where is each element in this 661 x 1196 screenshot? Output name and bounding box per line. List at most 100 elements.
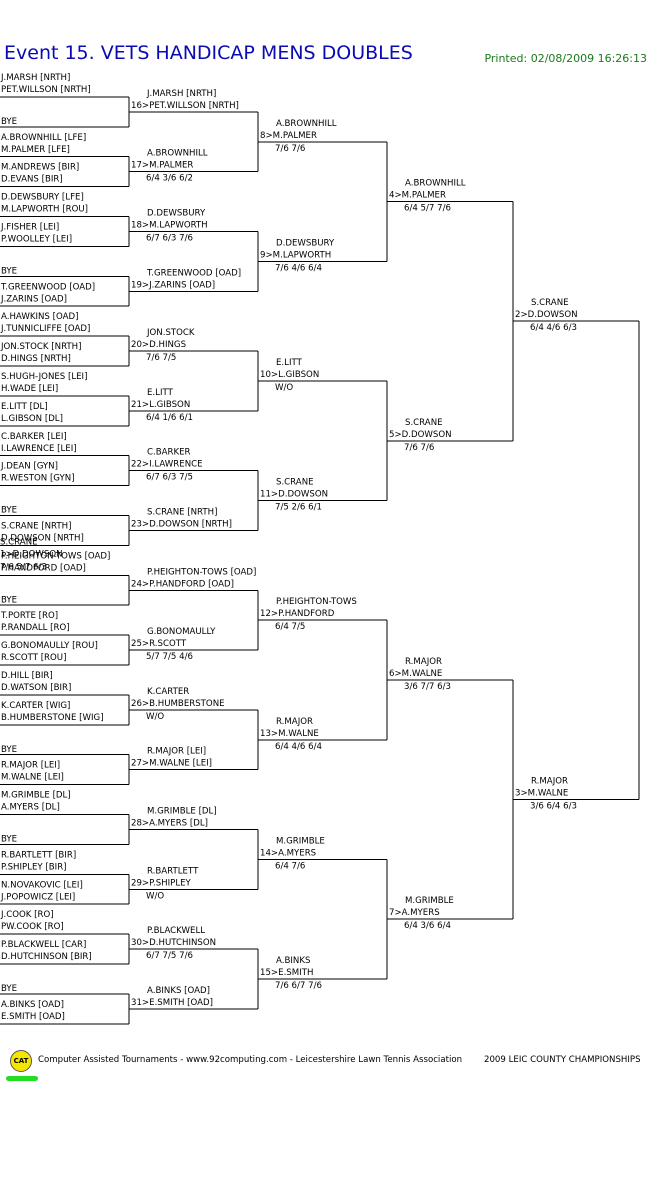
draw-entry-player: R.BARTLETT [BIR] bbox=[1, 850, 76, 860]
match-team-line1: A.BROWNHILL bbox=[405, 179, 466, 189]
match-team-line1: M.GRIMBLE bbox=[276, 836, 325, 846]
draw-entry-player: S.CRANE [NRTH] bbox=[1, 522, 71, 532]
draw-entry-player: R.MAJOR [LEI] bbox=[1, 761, 60, 771]
match-team-line1: S.CRANE bbox=[0, 537, 38, 547]
page-title: Event 15. VETS HANDICAP MENS DOUBLES bbox=[4, 42, 413, 64]
match-team-line1: A.BROWNHILL bbox=[147, 149, 208, 159]
match-score: 7/6 5/7 6/3 bbox=[0, 562, 47, 572]
draw-entry-player: S.HUGH-JONES [LEI] bbox=[1, 372, 87, 382]
match-team-line1: S.CRANE bbox=[405, 418, 443, 428]
match-team-line1: R.MAJOR bbox=[405, 657, 442, 667]
match-score: 7/6 7/5 bbox=[146, 353, 176, 363]
draw-entry-bye: BYE bbox=[1, 266, 17, 276]
match-score: 6/4 4/6 6/3 bbox=[530, 323, 577, 333]
match-team-line1: R.MAJOR bbox=[531, 777, 568, 787]
draw-entry-player: D.DEWSBURY [LFE] bbox=[1, 193, 84, 203]
draw-entry-player: PW.COOK [RO] bbox=[1, 922, 64, 932]
draw-entry-player: L.GIBSON [DL] bbox=[1, 414, 63, 424]
draw-entry-bye: BYE bbox=[1, 835, 17, 845]
draw-entry-player: P.BLACKWELL [CAR] bbox=[1, 940, 86, 950]
match-team-line2: 1>D.DOWSON bbox=[0, 549, 63, 559]
match-team-line2: 9>M.LAPWORTH bbox=[260, 250, 331, 260]
match-team-line2: 23>D.DOWSON [NRTH] bbox=[131, 519, 232, 529]
match-team-line1: K.CARTER bbox=[147, 687, 189, 697]
match-score: 6/7 6/3 7/5 bbox=[146, 473, 193, 483]
match-team-line2: 18>M.LAPWORTH bbox=[131, 220, 208, 230]
draw-entry-player: K.CARTER [WIG] bbox=[1, 701, 70, 711]
draw-entry-player: A.BROWNHILL [LFE] bbox=[1, 133, 86, 143]
draw-entry-player: N.NOVAKOVIC [LEI] bbox=[1, 880, 83, 890]
match-team-line1: R.MAJOR bbox=[276, 717, 313, 727]
match-team-line2: 13>M.WALNE bbox=[260, 729, 319, 739]
footer-event: 2009 LEIC COUNTY CHAMPIONSHIPS bbox=[484, 1055, 641, 1065]
draw-entry-player: JON.STOCK [NRTH] bbox=[0, 342, 82, 352]
match-team-line1: E.LITT bbox=[276, 358, 303, 368]
match-team-line1: P.BLACKWELL bbox=[147, 926, 205, 936]
draw-entry-player: M.ANDREWS [BIR] bbox=[1, 163, 79, 173]
draw-entry-player: T.PORTE [RO] bbox=[0, 611, 58, 621]
match-team-line1: T.GREENWOOD [OAD] bbox=[146, 268, 241, 278]
footer-credits: Computer Assisted Tournaments - www.92co… bbox=[38, 1055, 463, 1065]
match-team-line1: J.MARSH [NRTH] bbox=[146, 89, 216, 99]
match-team-line1: E.LITT bbox=[147, 388, 174, 398]
match-team-line1: S.CRANE [NRTH] bbox=[147, 507, 217, 517]
match-team-line2: 30>D.HUTCHINSON bbox=[131, 938, 216, 948]
match-score: 6/4 3/6 6/4 bbox=[404, 921, 451, 931]
draw-entry-bye: BYE bbox=[1, 745, 17, 755]
match-team-line2: 27>M.WALNE [LEI] bbox=[131, 759, 212, 769]
match-team-line2: 31>E.SMITH [OAD] bbox=[131, 998, 213, 1008]
draw-entry-bye: BYE bbox=[1, 984, 17, 994]
draw-entry-player: A.MYERS [DL] bbox=[1, 803, 60, 813]
match-team-line1: M.GRIMBLE bbox=[405, 896, 454, 906]
draw-entry-player: PET.WILLSON [NRTH] bbox=[1, 85, 91, 95]
match-team-line2: 15>E.SMITH bbox=[260, 968, 313, 978]
draw-entry-bye: BYE bbox=[1, 506, 17, 516]
draw-entry-player: J.DEAN [GYN] bbox=[0, 462, 58, 472]
draw-entry-player: D.WATSON [BIR] bbox=[1, 683, 71, 693]
match-team-line1: A.BINKS bbox=[276, 956, 310, 966]
match-team-line1: P.HEIGHTON-TOWS [OAD] bbox=[147, 567, 256, 577]
match-score: 7/6 4/6 6/4 bbox=[275, 263, 322, 273]
draw-entry-player: M.PALMER [LFE] bbox=[1, 145, 70, 155]
match-team-line2: 7>A.MYERS bbox=[389, 908, 440, 918]
match-team-line2: 11>D.DOWSON bbox=[260, 490, 328, 500]
draw-entry-player: D.HUTCHINSON [BIR] bbox=[1, 952, 92, 962]
draw-entry-player: J.FISHER [LEI] bbox=[0, 223, 59, 233]
draw-entry-player: M.GRIMBLE [DL] bbox=[1, 791, 71, 801]
draw-entry-player: A.HAWKINS [OAD] bbox=[1, 312, 78, 322]
match-score: W/O bbox=[146, 891, 164, 901]
match-team-line1: A.BINKS [OAD] bbox=[147, 986, 210, 996]
match-score: 6/4 5/7 7/6 bbox=[404, 204, 451, 214]
draw-entry-player: M.LAPWORTH [ROU] bbox=[1, 205, 88, 215]
match-score: 3/6 6/4 6/3 bbox=[530, 802, 577, 812]
match-score: 6/4 7/6 bbox=[275, 861, 305, 871]
draw-entry-player: E.LITT [DL] bbox=[1, 402, 48, 412]
draw-entry-player: P.SHIPLEY [BIR] bbox=[1, 862, 67, 872]
match-score: 6/4 7/5 bbox=[275, 622, 305, 632]
match-team-line2: 28>A.MYERS [DL] bbox=[131, 818, 208, 828]
draw-entry-player: H.WADE [LEI] bbox=[1, 384, 58, 394]
draw-entry-player: D.EVANS [BIR] bbox=[1, 175, 63, 185]
match-score: 6/4 3/6 6/2 bbox=[146, 174, 193, 184]
match-score: 7/5 2/6 6/1 bbox=[275, 503, 322, 513]
match-score: 6/7 6/3 7/6 bbox=[146, 233, 193, 243]
match-team-line2: 25>R.SCOTT bbox=[131, 639, 187, 649]
match-team-line1: D.DEWSBURY bbox=[147, 208, 206, 218]
match-team-line2: 24>P.HANDFORD [OAD] bbox=[131, 579, 234, 589]
draw-entry-player: J.MARSH [NRTH] bbox=[0, 73, 70, 83]
match-team-line2: 8>M.PALMER bbox=[260, 131, 317, 141]
match-team-line2: 19>J.ZARINS [OAD] bbox=[131, 280, 215, 290]
match-team-line2: 22>I.LAWRENCE bbox=[131, 460, 203, 470]
match-team-line2: 17>M.PALMER bbox=[131, 161, 193, 171]
draw-entry-player: C.BARKER [LEI] bbox=[1, 432, 67, 442]
draw-entry-player: D.DOWSON [NRTH] bbox=[1, 534, 84, 544]
draw-entry-player: P.HEIGHTON-TOWS [OAD] bbox=[1, 551, 110, 561]
draw-entry-player: E.SMITH [OAD] bbox=[1, 1012, 65, 1022]
match-team-line2: 16>PET.WILLSON [NRTH] bbox=[131, 101, 239, 111]
draw-entry-player: J.COOK [RO] bbox=[0, 910, 54, 920]
match-team-line1: S.CRANE bbox=[531, 298, 569, 308]
draw-entry-player: I.LAWRENCE [LEI] bbox=[1, 444, 77, 454]
match-team-line1: M.GRIMBLE [DL] bbox=[147, 806, 217, 816]
draw-entry-player: J.TUNNICLIFFE [OAD] bbox=[0, 324, 90, 334]
match-team-line2: 12>P.HANDFORD bbox=[260, 609, 335, 619]
